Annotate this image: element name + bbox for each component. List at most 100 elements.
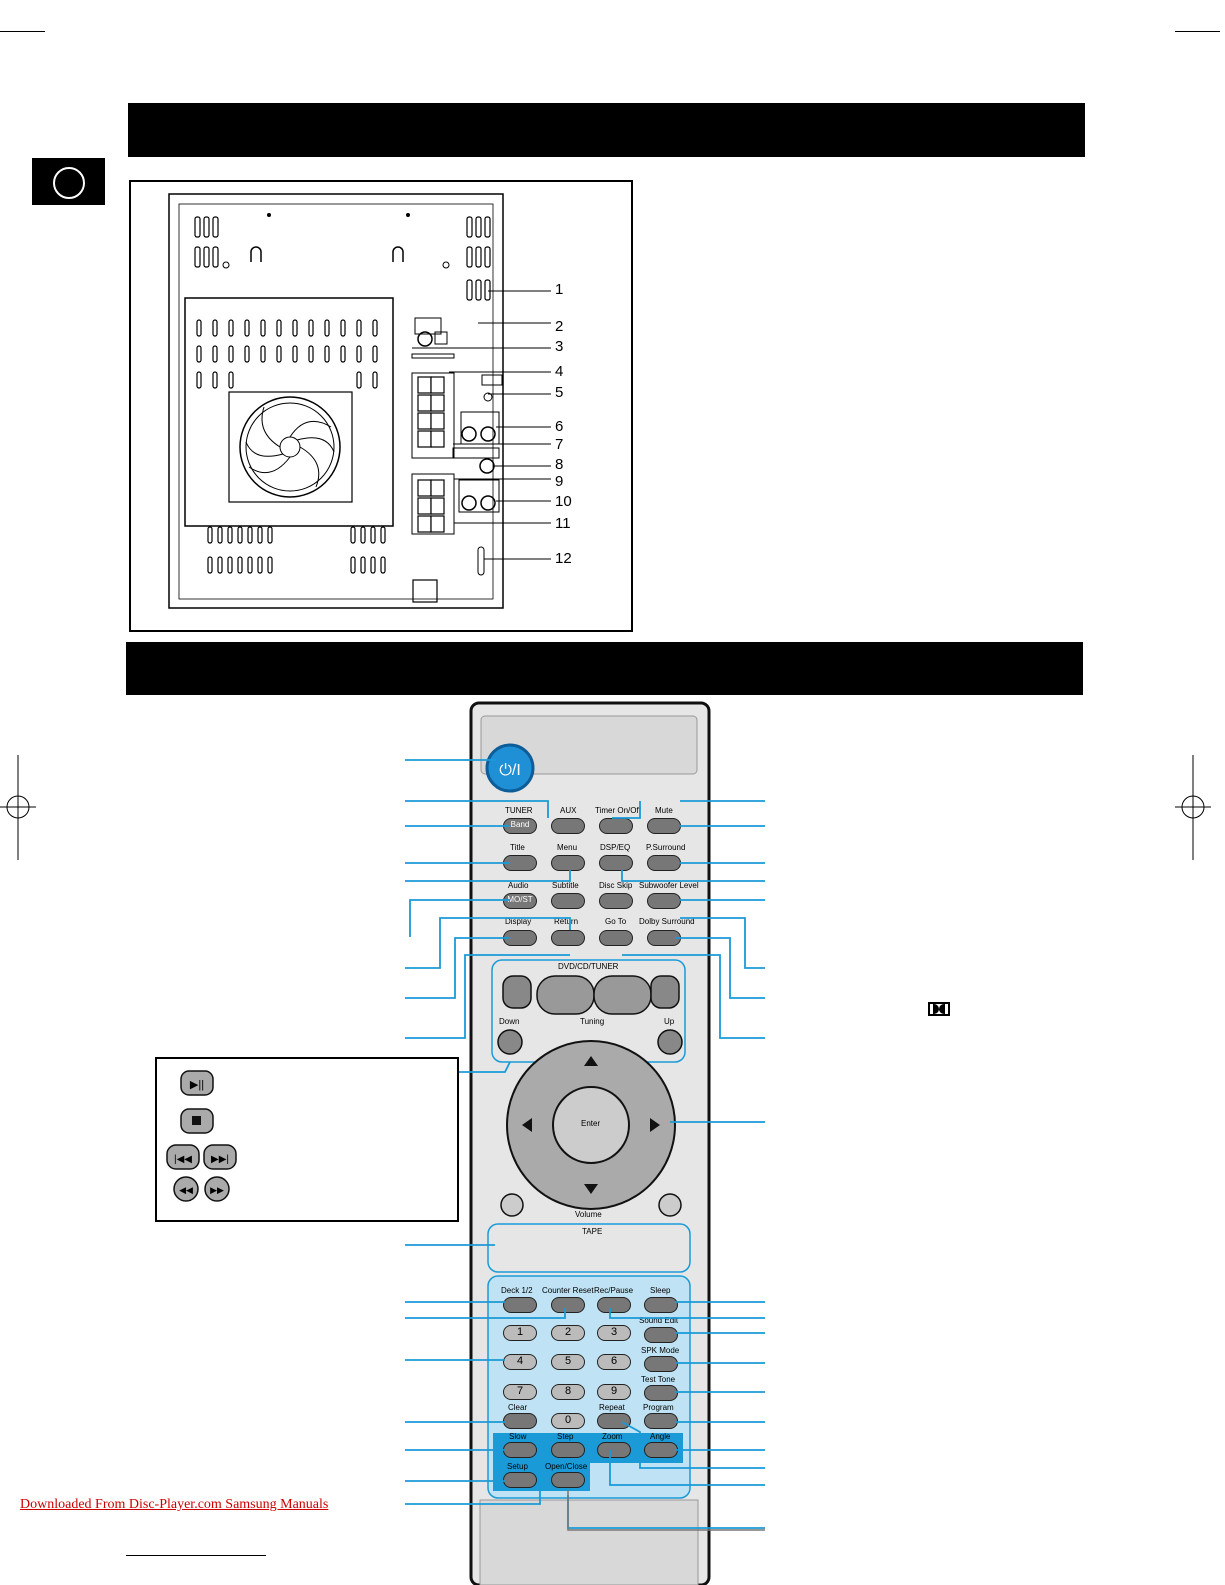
dvd-cd-tuner-label: DVD/CD/TUNER (558, 962, 619, 971)
digit-7[interactable]: 7 (503, 1384, 537, 1400)
tuner-label: TUNER (505, 806, 533, 815)
disc-skip-label: Disc Skip (599, 881, 633, 890)
subtitle-label: Subtitle (552, 881, 579, 890)
callout-6: 6 (555, 418, 564, 435)
slow-label: Slow (509, 1432, 527, 1441)
program-button[interactable] (644, 1413, 678, 1429)
p-surround-label: P.Surround (646, 843, 686, 852)
tuning-label: Tuning (580, 1017, 605, 1026)
repeat-label: Repeat (599, 1403, 625, 1412)
menu-button[interactable] (551, 855, 585, 871)
aux-label: AUX (560, 806, 577, 815)
spk-mode-button[interactable] (644, 1356, 678, 1372)
open-close-button[interactable] (551, 1472, 585, 1488)
sleep-label: Sleep (650, 1286, 671, 1295)
program-label: Program (643, 1403, 674, 1412)
callout-3: 3 (555, 338, 564, 355)
callout-5: 5 (555, 384, 564, 401)
sleep-button[interactable] (644, 1297, 678, 1313)
clear-button[interactable] (503, 1413, 537, 1429)
footer-link[interactable]: Downloaded From Disc-Player.com Samsung … (20, 1497, 329, 1512)
dolby-icon (928, 1002, 950, 1016)
digit-5[interactable]: 5 (551, 1354, 585, 1370)
callout-11: 11 (555, 515, 571, 532)
subwoofer-level-label: Subwoofer Level (639, 881, 699, 890)
digit-6[interactable]: 6 (597, 1354, 631, 1370)
spk-mode-label: SPK Mode (641, 1346, 680, 1355)
go-to-label: Go To (605, 917, 627, 926)
crop-mark (1175, 31, 1220, 32)
title-label: Title (510, 843, 525, 852)
subtitle-button[interactable] (551, 893, 585, 909)
audio-button[interactable]: MO/ST (503, 893, 537, 909)
registration-mark (0, 755, 36, 860)
subwoofer-level-button[interactable] (647, 893, 681, 909)
svg-text:▶▶: ▶▶ (210, 1185, 224, 1195)
svg-text:▶||: ▶|| (190, 1079, 204, 1091)
return-button[interactable] (551, 930, 585, 946)
up-label: Up (664, 1017, 675, 1026)
language-tab (32, 158, 105, 205)
dsp-eq-button[interactable] (599, 855, 633, 871)
callout-2: 2 (555, 318, 564, 335)
circle-icon (53, 167, 85, 199)
volume-label: Volume (575, 1210, 602, 1219)
digit-4[interactable]: 4 (503, 1354, 537, 1370)
callout-8: 8 (555, 456, 564, 473)
step-label: Step (557, 1432, 574, 1441)
callout-9: 9 (555, 473, 564, 490)
disc-skip-button[interactable] (599, 893, 633, 909)
digit-9[interactable]: 9 (597, 1384, 631, 1400)
rec-pause-label: Rec/Pause (594, 1286, 634, 1295)
digit-3[interactable]: 3 (597, 1325, 631, 1341)
counter-reset-button[interactable] (551, 1297, 585, 1313)
go-to-button[interactable] (599, 930, 633, 946)
rear-panel-figure (129, 180, 633, 632)
deck-button[interactable] (503, 1297, 537, 1313)
sound-edit-button[interactable] (644, 1327, 678, 1343)
return-label: Return (554, 917, 579, 926)
test-tone-label: Test Tone (641, 1375, 676, 1384)
step-button[interactable] (551, 1442, 585, 1458)
setup-label: Setup (507, 1462, 528, 1471)
enter-label: Enter (581, 1119, 601, 1128)
setup-button[interactable] (503, 1472, 537, 1488)
rec-pause-button[interactable] (597, 1297, 631, 1313)
legend-box: ▶|| |◀◀ ▶▶| ◀◀ ▶▶ (155, 1057, 459, 1222)
audio-label: Audio (508, 881, 529, 890)
zoom-button[interactable] (597, 1442, 631, 1458)
counter-reset-label: Counter Reset (542, 1286, 594, 1295)
callout-10: 10 (555, 493, 572, 510)
digit-2[interactable]: 2 (551, 1325, 585, 1341)
display-label: Display (505, 917, 532, 926)
registration-mark (1175, 755, 1211, 860)
svg-text:|◀◀: |◀◀ (174, 1154, 192, 1165)
section-header-bar (126, 642, 1083, 695)
legend-icons: ▶|| |◀◀ ▶▶| ◀◀ ▶▶ (166, 1070, 237, 1202)
dsp-eq-label: DSP/EQ (600, 843, 631, 852)
mo-st-label: MO/ST (507, 895, 533, 904)
crop-mark (126, 1555, 266, 1556)
digit-8[interactable]: 8 (551, 1384, 585, 1400)
angle-label: Angle (650, 1432, 671, 1441)
open-close-leader (567, 1490, 765, 1531)
crop-mark (0, 31, 45, 32)
callout-12: 12 (555, 550, 572, 567)
zoom-label: Zoom (602, 1432, 623, 1441)
digit-0[interactable]: 0 (551, 1413, 585, 1429)
menu-label: Menu (557, 843, 578, 852)
deck-label: Deck 1/2 (501, 1286, 533, 1295)
open-close-label: Open/Close (545, 1462, 588, 1471)
digit-1[interactable]: 1 (503, 1325, 537, 1341)
tape-label: TAPE (582, 1227, 603, 1236)
callout-1: 1 (555, 281, 564, 298)
svg-text:▶▶|: ▶▶| (211, 1154, 229, 1165)
sound-edit-label: Sound Edit (639, 1316, 679, 1325)
repeat-button[interactable] (597, 1413, 631, 1429)
svg-text:◀◀: ◀◀ (179, 1185, 193, 1195)
callout-7: 7 (555, 436, 564, 453)
callout-4: 4 (555, 363, 564, 380)
timer-label: Timer On/Off (595, 806, 641, 815)
aux-button[interactable] (551, 818, 585, 834)
test-tone-button[interactable] (644, 1385, 678, 1401)
